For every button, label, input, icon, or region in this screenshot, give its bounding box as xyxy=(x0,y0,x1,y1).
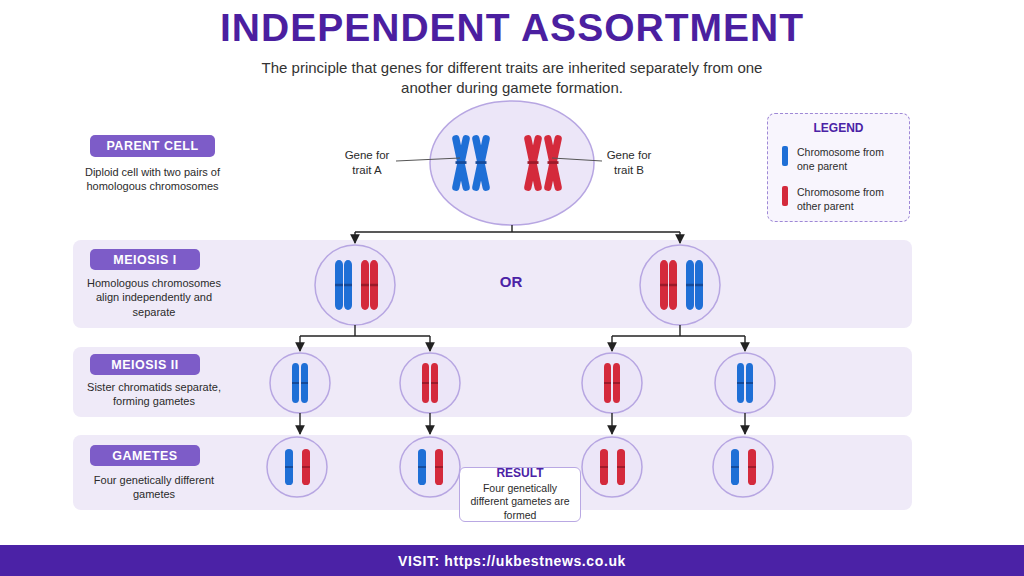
chromatid xyxy=(361,260,369,310)
gene-label: Gene for trait B xyxy=(598,148,660,178)
chromosome xyxy=(452,134,471,191)
cell xyxy=(715,353,775,413)
leader-line xyxy=(552,158,602,161)
footer-link: VISIT: https://ukbestnews.co.uk xyxy=(398,553,626,569)
result-text: Four genetically different gametes are f… xyxy=(464,482,576,523)
stage-band: Homologous chromosomes align independent… xyxy=(73,240,912,328)
stage-pill: GAMETES xyxy=(90,445,200,466)
cell xyxy=(315,245,395,325)
chromatid xyxy=(370,260,378,310)
chromosome xyxy=(524,134,543,191)
connector-line xyxy=(679,325,680,336)
legend-swatch xyxy=(782,186,788,206)
connector-arrow xyxy=(744,336,745,351)
cell xyxy=(400,353,460,413)
diagram-title: INDEPENDENT ASSORTMENT xyxy=(0,6,1024,50)
gamete-cell xyxy=(713,437,773,497)
stage-description: Sister chromatids separate, forming game… xyxy=(78,380,230,409)
chromatid xyxy=(292,363,299,403)
chromosome xyxy=(544,134,563,191)
legend-heading: LEGEND xyxy=(767,121,910,137)
chromatid xyxy=(301,363,308,403)
connector-arrow xyxy=(679,232,680,243)
chromosome xyxy=(472,134,491,191)
stage-pill: MEIOSIS I xyxy=(90,249,200,270)
split-connector xyxy=(300,325,745,351)
chromatid xyxy=(686,260,694,310)
chromatid xyxy=(344,260,352,310)
chromosome xyxy=(617,449,625,485)
gene-label: Gene for trait A xyxy=(336,148,398,178)
down-arrows xyxy=(300,413,745,434)
split-connector xyxy=(355,225,680,243)
chromatid xyxy=(422,363,429,403)
chromosome xyxy=(302,449,310,485)
connector-arrow xyxy=(354,232,355,243)
result-heading: RESULT xyxy=(496,466,543,482)
stage-band: Sister chromatids separate, forming game… xyxy=(73,347,912,417)
chromosome xyxy=(731,449,739,485)
stage-name: MEIOSIS I xyxy=(113,253,177,267)
stage-name: MEIOSIS II xyxy=(111,358,179,372)
connector-arrow xyxy=(299,336,300,351)
stage-name: PARENT CELL xyxy=(106,139,198,153)
connector-line xyxy=(300,335,430,336)
chromatid xyxy=(604,363,611,403)
connector-line xyxy=(354,325,355,336)
result-box: RESULTFour genetically different gametes… xyxy=(459,467,581,522)
chromatid xyxy=(660,260,668,310)
chromatid xyxy=(613,363,620,403)
gamete-cell xyxy=(582,437,642,497)
connector-line xyxy=(511,225,512,232)
parent-cell xyxy=(430,101,594,225)
chromosome xyxy=(418,449,426,485)
chromatid xyxy=(695,260,703,310)
chromosome xyxy=(600,449,608,485)
cell xyxy=(582,353,642,413)
gamete-cell xyxy=(400,437,460,497)
connector-arrow xyxy=(744,413,745,434)
stage-description: Four genetically different gametes xyxy=(78,473,230,502)
chromatid xyxy=(669,260,677,310)
chromatid xyxy=(746,363,753,403)
gamete-cell xyxy=(267,437,327,497)
chromatid xyxy=(335,260,343,310)
stage-name: GAMETES xyxy=(112,449,177,463)
connector-line xyxy=(612,335,745,336)
chromosome xyxy=(285,449,293,485)
chromosome xyxy=(435,449,443,485)
cell xyxy=(640,245,720,325)
connector-arrow xyxy=(299,413,300,434)
connector-line xyxy=(355,231,680,232)
legend-swatch xyxy=(782,146,788,166)
connector-arrow xyxy=(611,336,612,351)
cell xyxy=(270,353,330,413)
connector-arrow xyxy=(611,413,612,434)
stage-description: Homologous chromosomes align independent… xyxy=(78,276,230,319)
chromatid xyxy=(737,363,744,403)
connector-arrow xyxy=(429,413,430,434)
chromosome xyxy=(748,449,756,485)
or-label: OR xyxy=(486,272,536,292)
chromatid xyxy=(431,363,438,403)
legend-text: Chromosome from one parent xyxy=(797,146,902,173)
stage-description: Diploid cell with two pairs of homologou… xyxy=(80,165,225,194)
diagram-subtitle: The principle that genes for different t… xyxy=(237,58,787,97)
connector-arrow xyxy=(429,336,430,351)
stage-pill: PARENT CELL xyxy=(90,135,215,157)
leader-line xyxy=(396,158,460,161)
legend-text: Chromosome from other parent xyxy=(797,186,902,213)
footer-bar: VISIT: https://ukbestnews.co.uk xyxy=(0,545,1024,576)
stage-pill: MEIOSIS II xyxy=(90,354,200,375)
